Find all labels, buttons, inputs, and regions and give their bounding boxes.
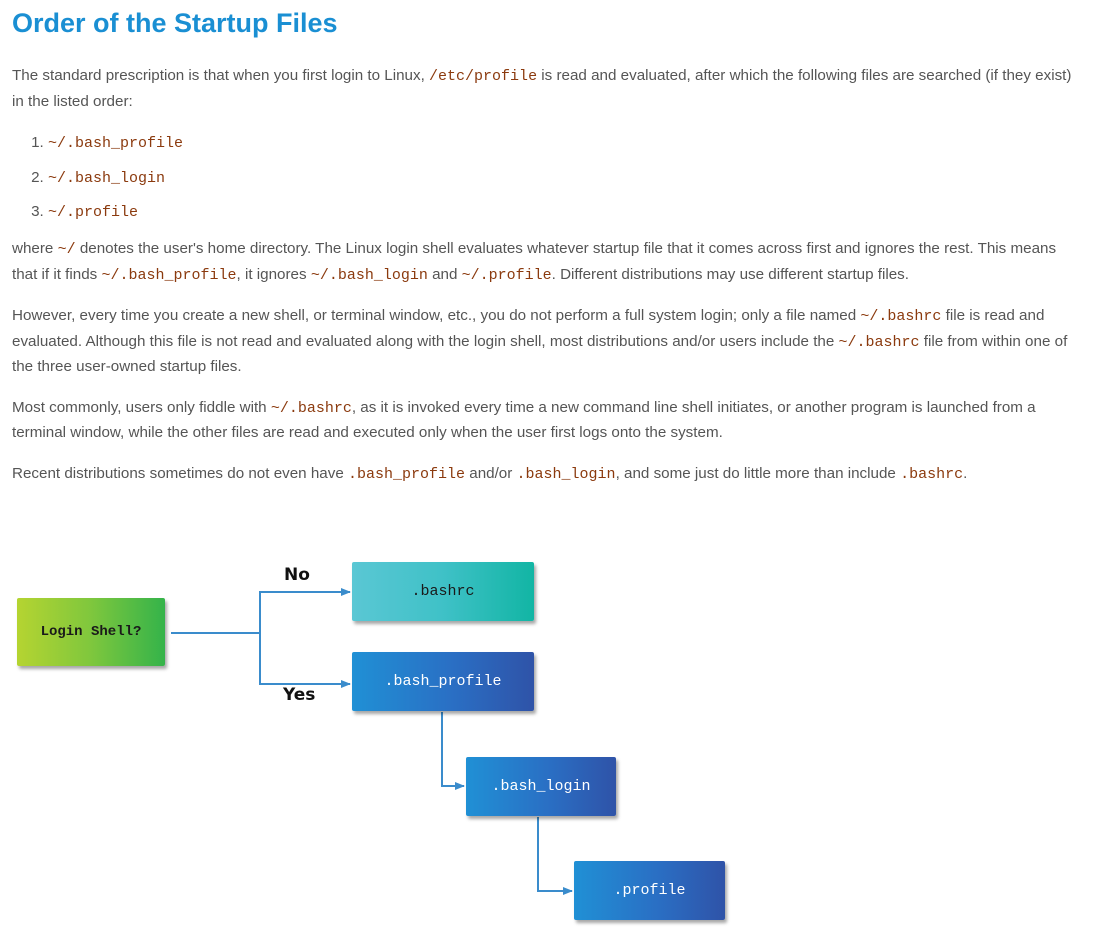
bash-profile-node: .bash_profile (352, 652, 534, 711)
bash-login-node: .bash_login (466, 757, 616, 816)
inline-code: ~/.bash_profile (101, 266, 237, 284)
startup-flowchart: Login Shell? No Yes .bashrc .bash_profil… (0, 540, 1094, 933)
inline-code: ~/.bashrc (270, 399, 352, 417)
article: Order of the Startup Files The standard … (12, 0, 1082, 487)
list-item: ~/.profile (48, 200, 1082, 225)
profile-node: .profile (574, 861, 725, 920)
inline-code: ~/.bash_login (48, 169, 166, 187)
inline-code: ~/ (57, 241, 76, 258)
inline-code: /etc/profile (429, 68, 538, 85)
home-directory-paragraph: where ~/ denotes the user's home directo… (12, 240, 1057, 284)
inline-code: ~/.bash_login (310, 266, 428, 284)
inline-code: .bash_profile (348, 465, 466, 483)
inline-code: ~/.profile (48, 204, 139, 221)
list-item: ~/.bash_profile (48, 131, 1082, 156)
connector-login-to-profile (537, 817, 573, 895)
connector-no-branch (259, 588, 351, 633)
intro-paragraph: The standard prescription is that when y… (12, 67, 1072, 110)
connector-profile-to-login (441, 712, 465, 790)
inline-code: ~/.bash_profile (48, 135, 184, 152)
inline-code: ~/.profile (461, 266, 552, 284)
recent-distributions-paragraph: Recent distributions sometimes do not ev… (12, 464, 968, 483)
page-title: Order of the Startup Files (12, 8, 338, 38)
inline-code: .bashrc (900, 465, 964, 483)
yes-label: Yes (283, 685, 316, 705)
inline-code: ~/.bashrc (860, 308, 942, 325)
login-shell-decision: Login Shell? (17, 598, 165, 666)
inline-code: .bash_login (516, 465, 616, 483)
list-item: ~/.bash_login (48, 166, 1082, 191)
bashrc-paragraph: However, every time you create a new she… (12, 307, 1068, 375)
fiddle-paragraph: Most commonly, users only fiddle with ~/… (12, 398, 1036, 442)
no-label: No (284, 565, 310, 585)
flowchart-connectors (171, 588, 573, 895)
startup-file-list: ~/.bash_profile ~/.bash_login ~/.profile (12, 131, 1082, 225)
bashrc-node: .bashrc (352, 562, 534, 621)
inline-code: ~/.bashrc (838, 333, 920, 351)
connector-yes-branch (259, 633, 351, 688)
